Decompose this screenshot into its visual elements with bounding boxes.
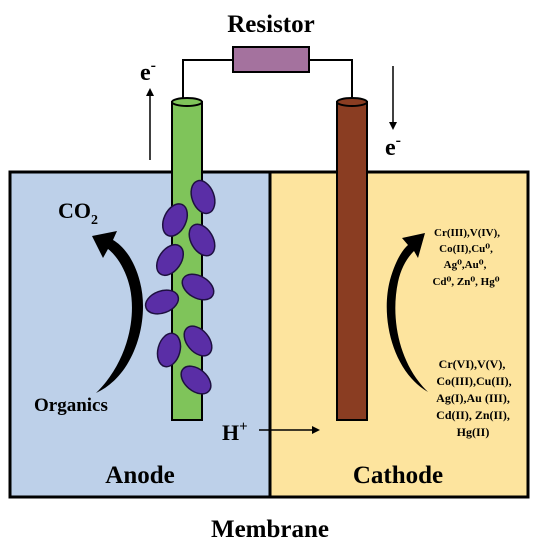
organics-to-co2-arrow: [92, 231, 144, 393]
bacterium: [190, 179, 216, 215]
oxidized-metal-line: Co(III),Cu(II),: [436, 374, 511, 388]
bacterium: [161, 203, 189, 237]
bacteria-cluster: [144, 179, 216, 395]
resistor-symbol: [232, 46, 310, 73]
reduced-metal-line: Co(II),Cu⁰,: [439, 243, 493, 255]
bacterium: [155, 243, 185, 277]
cathode-chamber: [268, 170, 530, 499]
anode-electrode-top: [171, 97, 203, 107]
reduced-metal-line: Cd⁰, Zn⁰, Hg⁰: [432, 276, 499, 288]
co2-label: CO2: [58, 198, 98, 228]
electron-label-left: e-: [140, 57, 156, 86]
bacterium: [181, 273, 215, 301]
electron-label-right: e-: [385, 132, 401, 161]
reduced-metal-line: Ag⁰,Au⁰,: [444, 259, 487, 271]
resistor-label: Resistor: [227, 11, 314, 38]
reduced-metals-list: Cr(III),V(IV), Co(II),Cu⁰, Ag⁰,Au⁰, Cd⁰,…: [432, 227, 500, 288]
membrane-label: Membrane: [211, 516, 329, 543]
metal-reduction-arrow: [386, 233, 428, 392]
circuit-wire-left: [182, 59, 233, 100]
oxidized-metal-line: Cr(VI),V(V),: [439, 357, 506, 371]
oxidized-metal-line: Cd(II), Zn(II),: [436, 408, 510, 422]
oxidized-metals-list: Cr(VI),V(V), Co(III),Cu(II), Ag(I),Au (I…: [436, 357, 512, 439]
oxidized-metal-line: Hg(II): [457, 425, 490, 439]
cathode-electrode-top: [336, 97, 368, 107]
anode-label: Anode: [105, 462, 174, 489]
bacterium: [180, 365, 212, 395]
reduced-metal-line: Cr(III),V(IV),: [434, 227, 500, 239]
organics-label: Organics: [34, 395, 108, 416]
anode-chamber: [8, 170, 272, 499]
cathode-electrode: [336, 101, 368, 421]
cathode-label: Cathode: [353, 462, 443, 489]
oxidized-metal-line: Ag(I),Au (III),: [436, 391, 510, 405]
bacterium: [183, 325, 213, 357]
bacterium: [144, 289, 180, 315]
bacterium: [156, 332, 182, 368]
bacterium: [188, 223, 216, 257]
circuit-wire-right: [309, 59, 353, 100]
proton-label: H+: [222, 419, 248, 445]
